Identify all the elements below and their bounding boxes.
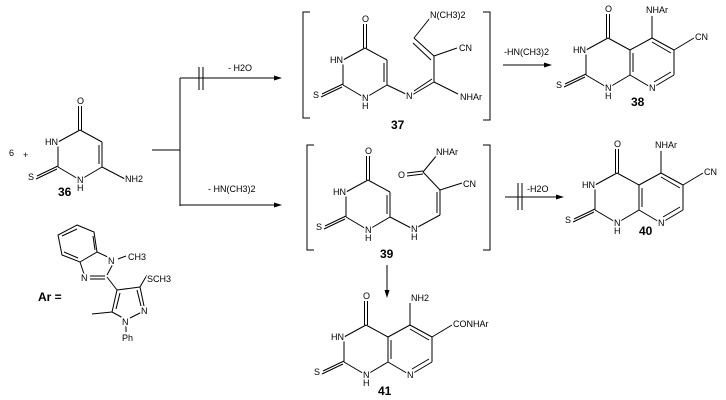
substituent-5: NHAr xyxy=(655,140,677,150)
svg-text:N: N xyxy=(365,225,372,235)
atom-SCH3: SCH3 xyxy=(147,274,171,284)
svg-text:N: N xyxy=(658,218,665,228)
svg-text:O: O xyxy=(363,291,370,301)
svg-text:N: N xyxy=(407,370,414,380)
atom-N1: N xyxy=(108,256,115,266)
svg-text:N: N xyxy=(649,83,656,93)
atom-N1-pyrazole: N xyxy=(122,317,129,327)
atom-HN: HN xyxy=(45,137,58,147)
atom-NHAr: NHAr xyxy=(436,147,458,157)
atom-O: O xyxy=(398,170,405,180)
atom-NHAr: NHAr xyxy=(460,92,482,102)
svg-text:N: N xyxy=(363,370,370,380)
svg-text:S: S xyxy=(314,367,320,377)
substituent-5: NH2 xyxy=(411,293,429,303)
branch-arrows: - H2O - HN(CH3)2 xyxy=(152,62,282,208)
condition-37-38: -HN(CH3)2 xyxy=(504,47,549,57)
atom-N: N xyxy=(411,224,418,234)
svg-text:H: H xyxy=(362,101,369,111)
substituent-6: CONHAr xyxy=(453,319,489,329)
svg-text:S: S xyxy=(316,222,322,232)
atom-N3: N xyxy=(81,273,88,283)
svg-text:S: S xyxy=(556,80,562,90)
substituent-5: NHAr xyxy=(646,5,668,15)
compound-39: OHN NHS N H O NHAr CN 39 xyxy=(306,144,491,261)
svg-text:HN: HN xyxy=(330,55,343,65)
atom-CH3: CH3 xyxy=(128,252,146,262)
ar-label: Ar = xyxy=(38,290,62,304)
compound-number: 37 xyxy=(391,118,405,132)
plus-sign: + xyxy=(23,150,28,160)
svg-text:S: S xyxy=(565,215,571,225)
svg-text:O: O xyxy=(365,146,372,156)
compound-number: 39 xyxy=(380,247,394,261)
atom-O: O xyxy=(77,96,84,106)
compound-number: 38 xyxy=(631,95,645,109)
atom-CN: CN xyxy=(459,43,472,53)
svg-text:HN: HN xyxy=(333,187,346,197)
atom-CN: CN xyxy=(463,179,476,189)
atom-N: N xyxy=(77,175,84,185)
compound-number: 40 xyxy=(639,224,653,238)
svg-text:H: H xyxy=(614,226,621,236)
arrowhead xyxy=(274,202,282,208)
left-bracket xyxy=(306,144,314,251)
svg-text:HN: HN xyxy=(331,332,344,342)
left-bracket xyxy=(302,11,310,119)
compound-number: 41 xyxy=(378,384,392,398)
atom-N2: N xyxy=(141,306,148,316)
svg-text:H: H xyxy=(363,378,370,388)
substituent-6: CN xyxy=(695,32,708,42)
svg-text:O: O xyxy=(362,14,369,24)
atom-S: S xyxy=(28,172,34,182)
svg-text:N: N xyxy=(605,83,612,93)
arrowhead xyxy=(274,75,282,81)
svg-text:H: H xyxy=(605,91,612,101)
compound-37: OHN NHS N NHAr CN N(CH3)2 37 xyxy=(302,9,491,132)
coefficient: 6 xyxy=(9,148,14,158)
svg-text:HN: HN xyxy=(582,180,595,190)
condition-top: - H2O xyxy=(228,63,252,73)
ar-definition: Ar = N CH3 N SCH3 N N Ph xyxy=(38,224,173,345)
atom-NMe2: N(CH3)2 xyxy=(430,10,466,20)
condition-39-40: -H2O xyxy=(527,184,549,194)
svg-text:N: N xyxy=(362,93,369,103)
atom-H: H xyxy=(77,183,84,193)
svg-text:H: H xyxy=(365,233,372,243)
atom-H: H xyxy=(411,232,418,242)
svg-text:S: S xyxy=(313,90,319,100)
svg-text:O: O xyxy=(614,139,621,149)
arrow-37-38: -HN(CH3)2 xyxy=(503,46,552,68)
atom-Ph: Ph xyxy=(122,333,133,343)
condition-bottom: - HN(CH3)2 xyxy=(208,184,256,194)
arrow-39-40: -H2O xyxy=(505,183,564,210)
compound-number: 36 xyxy=(58,185,72,199)
svg-text:HN: HN xyxy=(573,45,586,55)
right-bracket xyxy=(483,144,491,251)
atom-N: N xyxy=(406,91,413,101)
compound-36: 6 + O HN N H S NH2 36 xyxy=(8,95,145,200)
atom-NH2: NH2 xyxy=(125,174,143,184)
substituent-6: CN xyxy=(704,167,717,177)
arrow-39-41 xyxy=(384,265,390,298)
svg-text:N: N xyxy=(614,218,621,228)
right-bracket xyxy=(483,11,491,121)
svg-text:O: O xyxy=(605,4,612,14)
